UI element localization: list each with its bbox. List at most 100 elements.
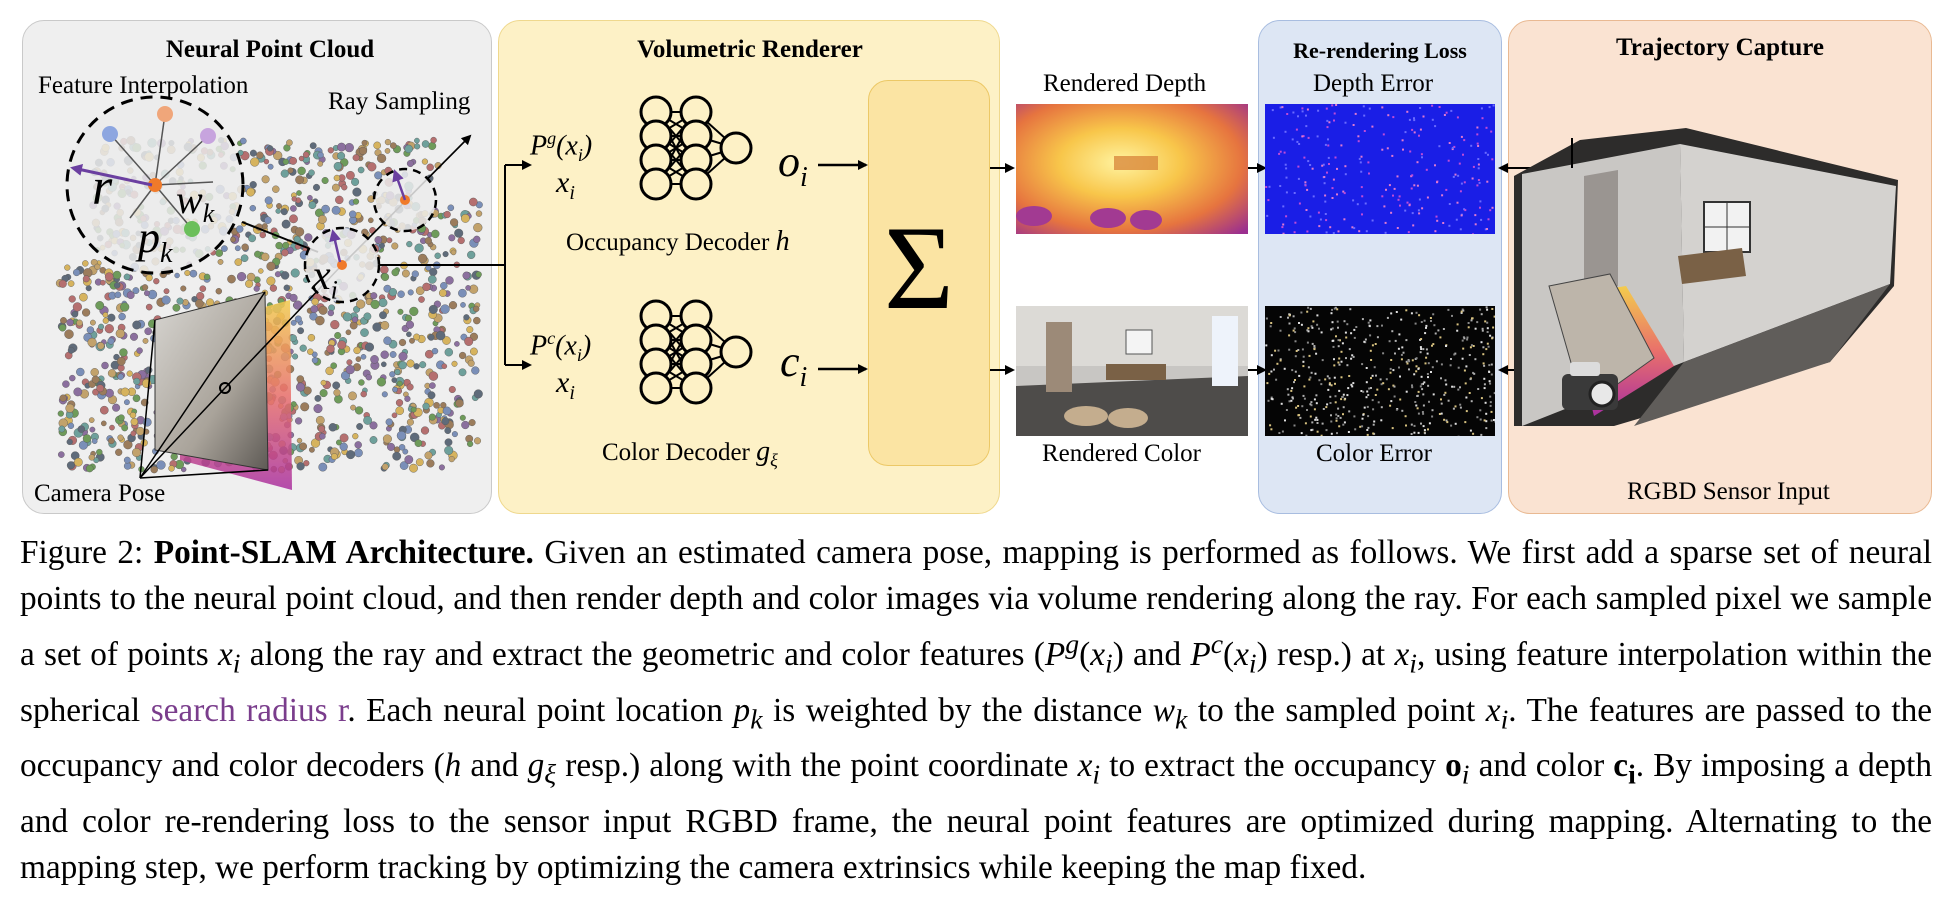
- error-speck: [1371, 374, 1374, 377]
- point-cloud-dot: [447, 204, 455, 212]
- point-cloud-dot: [215, 249, 223, 257]
- point-cloud-dot: [397, 308, 404, 315]
- error-speck: [1431, 415, 1434, 418]
- point-cloud-dot: [357, 166, 365, 174]
- error-speck: [1416, 161, 1419, 164]
- point-cloud-dot: [189, 269, 198, 278]
- point-cloud-dot: [419, 361, 427, 369]
- error-speck: [1405, 339, 1408, 342]
- error-speck: [1446, 421, 1449, 424]
- point-cloud-dot: [85, 285, 92, 292]
- point-cloud-dot: [459, 414, 466, 421]
- point-cloud-dot: [172, 303, 181, 312]
- error-speck: [1335, 417, 1338, 420]
- point-cloud-dot: [444, 427, 452, 434]
- error-speck: [1438, 106, 1441, 108]
- error-speck: [1303, 385, 1306, 388]
- error-speck: [1486, 342, 1489, 345]
- error-speck: [1323, 176, 1326, 178]
- point-cloud-dot: [326, 344, 335, 354]
- error-speck: [1344, 165, 1347, 168]
- error-speck: [1429, 317, 1432, 319]
- point-cloud-dot: [466, 326, 474, 334]
- point-cloud-dot: [289, 156, 297, 165]
- point-cloud-dot: [444, 445, 454, 455]
- error-speck: [1426, 196, 1429, 199]
- error-speck: [1381, 106, 1384, 109]
- point-cloud-dot: [424, 349, 434, 359]
- error-speck: [1319, 218, 1322, 221]
- error-speck: [1328, 382, 1331, 385]
- error-speck: [1318, 225, 1321, 228]
- error-speck: [1432, 343, 1435, 346]
- point-cloud-dot: [266, 276, 276, 286]
- point-cloud-dot: [344, 143, 354, 153]
- error-speck: [1345, 357, 1347, 360]
- point-cloud-dot: [281, 248, 289, 257]
- error-speck: [1482, 346, 1485, 349]
- error-speck: [1420, 375, 1423, 378]
- error-speck: [1418, 134, 1420, 137]
- error-speck: [1321, 422, 1324, 425]
- point-cloud-dot: [59, 394, 67, 402]
- error-speck: [1340, 144, 1343, 147]
- point-cloud-dot: [274, 271, 281, 278]
- neural-point-cloud-title: Neural Point Cloud: [165, 36, 375, 63]
- point-cloud-dot: [415, 286, 425, 296]
- search-radius-link[interactable]: search radius r: [150, 691, 348, 729]
- point-cloud-dot: [91, 438, 98, 445]
- point-cloud-dot: [334, 332, 342, 340]
- error-speck: [1328, 121, 1331, 124]
- point-cloud-dot: [321, 204, 330, 214]
- error-speck: [1492, 326, 1495, 329]
- rendered-color-label: Rendered Color: [1042, 440, 1201, 467]
- error-speck: [1309, 403, 1312, 406]
- point-cloud-dot: [102, 312, 109, 318]
- point-cloud-dot: [448, 386, 456, 394]
- color-error-image: [1265, 306, 1495, 436]
- error-speck: [1476, 133, 1479, 136]
- error-speck: [1371, 399, 1374, 402]
- oi-symbol: oi: [778, 137, 808, 193]
- error-speck: [1400, 358, 1403, 361]
- point-cloud-dot: [307, 194, 313, 201]
- error-speck: [1307, 327, 1310, 330]
- error-speck: [1335, 104, 1338, 106]
- point-cloud-dot: [399, 461, 409, 470]
- error-speck: [1360, 186, 1363, 189]
- error-speck: [1367, 426, 1370, 429]
- point-cloud-dot: [455, 399, 464, 408]
- point-cloud-dot: [330, 453, 338, 460]
- point-cloud-dot: [396, 380, 403, 387]
- point-cloud-dot: [426, 163, 434, 172]
- error-speck: [1330, 328, 1333, 331]
- point-cloud-dot: [153, 278, 160, 285]
- error-speck: [1348, 410, 1351, 413]
- point-cloud-dot: [467, 359, 475, 367]
- error-speck: [1373, 366, 1376, 369]
- error-speck: [1270, 322, 1273, 324]
- point-cloud-dot: [112, 270, 122, 280]
- error-speck: [1445, 345, 1447, 347]
- error-speck: [1352, 355, 1355, 358]
- point-cloud-dot: [313, 183, 321, 191]
- error-speck: [1453, 353, 1456, 356]
- point-cloud-dot: [234, 258, 243, 266]
- error-speck: [1392, 384, 1395, 387]
- point-cloud-dot: [352, 154, 360, 162]
- error-speck: [1417, 390, 1420, 393]
- error-speck: [1394, 339, 1397, 342]
- error-speck: [1294, 221, 1297, 224]
- error-speck: [1416, 407, 1419, 410]
- error-speck: [1465, 365, 1468, 368]
- point-cloud-dot: [319, 389, 328, 398]
- point-cloud-dot: [191, 296, 198, 303]
- error-speck: [1374, 394, 1377, 396]
- nn-node: [719, 335, 753, 369]
- error-speck: [1311, 342, 1314, 345]
- point-cloud-dot: [259, 231, 266, 239]
- point-cloud-dot: [353, 346, 361, 355]
- point-cloud-dot: [184, 270, 191, 277]
- point-cloud-dot: [349, 321, 358, 330]
- error-speck: [1405, 424, 1407, 427]
